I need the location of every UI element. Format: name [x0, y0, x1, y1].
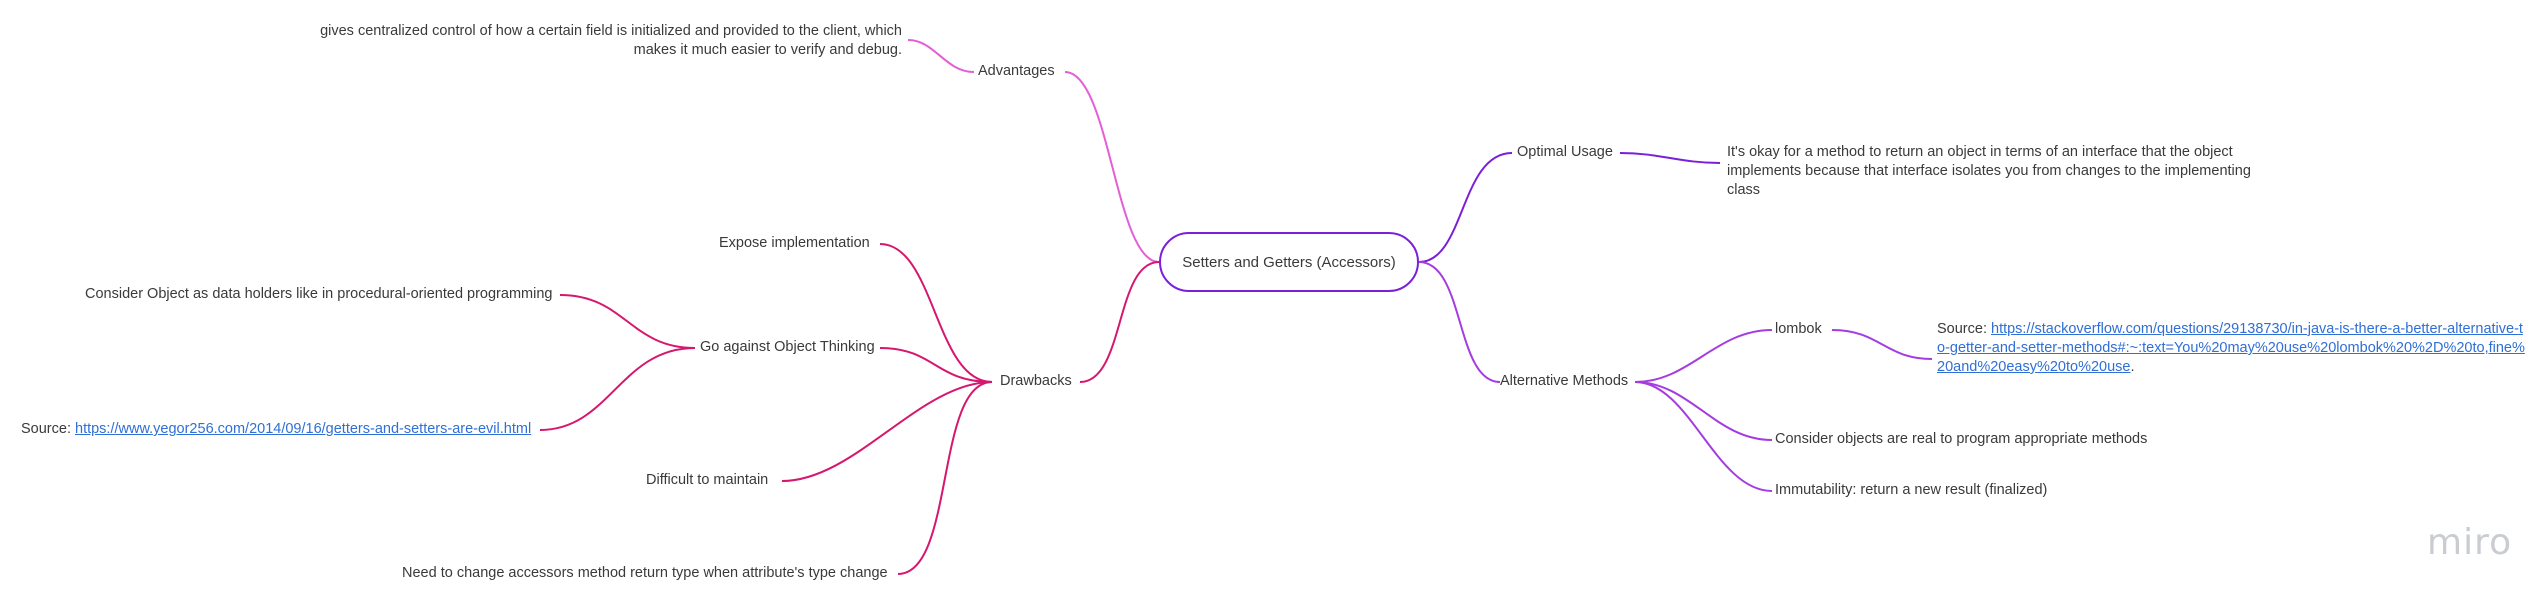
source-prefix: Source:: [21, 421, 75, 437]
root-label: Setters and Getters (Accessors): [1182, 253, 1396, 271]
object-thinking-detail-node[interactable]: Consider Object as data holders like in …: [85, 285, 552, 304]
expose-implementation-label: Expose implementation: [719, 235, 870, 251]
stackoverflow-source-link[interactable]: https://stackoverflow.com/questions/2913…: [1937, 321, 2525, 375]
connector-lombok-source: [1831, 329, 1933, 360]
root-node[interactable]: Setters and Getters (Accessors): [1159, 232, 1419, 292]
connector-alternatives-lombok: [1634, 329, 1773, 383]
lombok-source-prefix: Source:: [1937, 321, 1991, 337]
lombok-source-suffix: .: [2130, 359, 2135, 375]
connector-drawbacks-expose: [879, 243, 993, 383]
optimal-usage-detail-node[interactable]: It's okay for a method to return an obje…: [1727, 143, 2287, 200]
drawbacks-node[interactable]: Drawbacks: [1000, 372, 1072, 391]
advantages-detail-text: gives centralized control of how a certa…: [320, 23, 902, 58]
object-thinking-node[interactable]: Go against Object Thinking: [700, 338, 875, 357]
lombok-label: lombok: [1775, 321, 1822, 337]
connector-root-drawbacks: [1079, 261, 1160, 383]
optimal-usage-label: Optimal Usage: [1517, 144, 1613, 160]
connector-alternatives-immutability: [1634, 381, 1773, 492]
alternative-methods-node[interactable]: Alternative Methods: [1500, 372, 1628, 391]
connector-drawbacks-maintain: [781, 381, 993, 482]
consider-objects-node[interactable]: Consider objects are real to program app…: [1775, 430, 2147, 449]
advantages-node[interactable]: Advantages: [978, 62, 1055, 81]
connector-alternatives-consider: [1634, 381, 1773, 441]
return-type-node[interactable]: Need to change accessors method return t…: [402, 564, 888, 583]
expose-implementation-node[interactable]: Expose implementation: [719, 234, 870, 253]
connector-drawbacks-return-type: [897, 381, 993, 575]
miro-logo: miro: [2427, 522, 2513, 563]
optimal-usage-node[interactable]: Optimal Usage: [1517, 143, 1613, 162]
consider-objects-label: Consider objects are real to program app…: [1775, 431, 2148, 447]
connector-root-alternatives: [1418, 261, 1501, 383]
yegor-source-link[interactable]: https://www.yegor256.com/2014/09/16/gett…: [75, 421, 532, 437]
object-thinking-source-node: Source: https://www.yegor256.com/2014/09…: [21, 420, 531, 439]
return-type-label: Need to change accessors method return t…: [402, 565, 888, 581]
connector-drawbacks-object-thinking: [879, 347, 993, 383]
immutability-node[interactable]: Immutability: return a new result (final…: [1775, 481, 2047, 500]
object-thinking-detail-text: Consider Object as data holders like in …: [85, 286, 553, 302]
connector-root-advantages: [1064, 71, 1160, 263]
immutability-label: Immutability: return a new result (final…: [1775, 482, 2048, 498]
optimal-usage-detail-text: It's okay for a method to return an obje…: [1727, 144, 2251, 198]
alternative-methods-label: Alternative Methods: [1500, 373, 1629, 389]
lombok-node[interactable]: lombok: [1775, 320, 1822, 339]
advantages-label: Advantages: [978, 63, 1055, 79]
advantages-detail-node[interactable]: gives centralized control of how a certa…: [300, 22, 902, 60]
connector-object-thinking-detail: [559, 294, 696, 349]
connector-object-thinking-source: [539, 347, 696, 431]
object-thinking-label: Go against Object Thinking: [700, 339, 875, 355]
difficult-maintain-label: Difficult to maintain: [646, 472, 769, 488]
difficult-maintain-node[interactable]: Difficult to maintain: [646, 471, 768, 490]
connector-optimal-detail: [1619, 152, 1721, 164]
connector-root-optimal: [1418, 152, 1513, 263]
drawbacks-label: Drawbacks: [1000, 373, 1072, 389]
connector-advantages-detail: [907, 39, 975, 73]
lombok-source-node: Source: https://stackoverflow.com/questi…: [1937, 320, 2525, 377]
